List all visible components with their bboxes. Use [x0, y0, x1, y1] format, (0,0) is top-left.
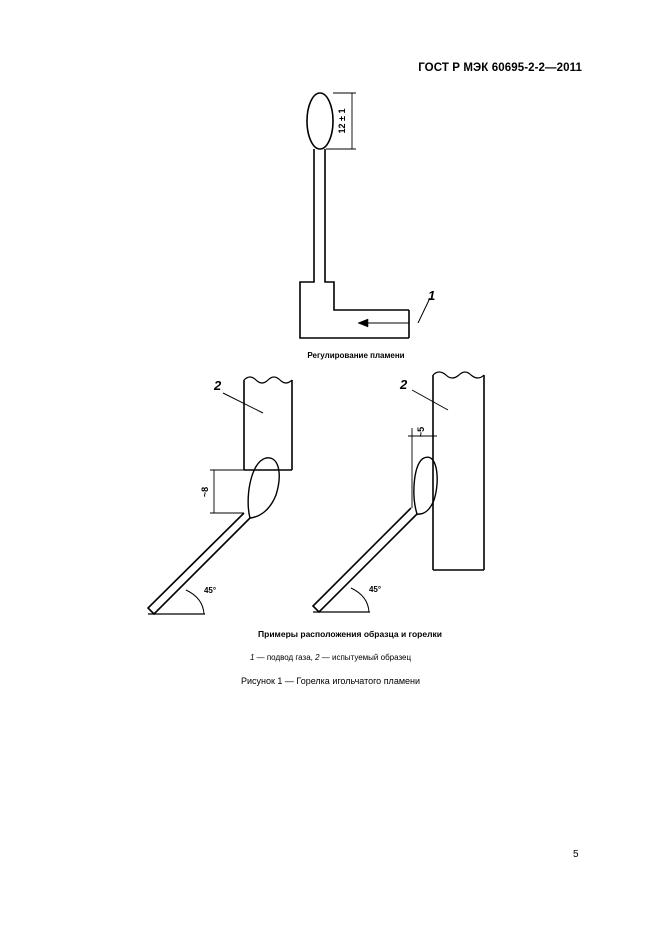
- figure-title: Рисунок 1 — Горелка игольчатого пламени: [240, 676, 421, 686]
- legend-key-2: 2: [315, 653, 320, 662]
- caption-examples: Примеры расположения образца и горелки: [258, 629, 442, 639]
- label-gas-supply: 1: [428, 288, 435, 303]
- legend-text-1: — подвод газа,: [254, 653, 316, 662]
- angle-left: 45°: [204, 586, 216, 595]
- needle-flame-figure: 12 ± 1 1 Регулирование пламени 2 ~8 45° …: [146, 92, 485, 639]
- legend-key-1: 1: [249, 653, 255, 662]
- document-header: ГОСТ Р МЭК 60695-2-2—2011: [418, 62, 582, 74]
- page-number: 5: [573, 849, 579, 860]
- label-specimen-right: 2: [399, 377, 408, 392]
- dimension-flame-height: 12 ± 1: [337, 109, 347, 134]
- caption-flame-adjustment: Регулирование пламени: [307, 351, 404, 360]
- label-specimen-left: 2: [213, 378, 222, 393]
- legend-text-2: — испытуемый образец: [319, 653, 412, 662]
- figure-legend: 1 — подвод газа, 2 — испытуемый образец: [0, 653, 661, 662]
- example-right-drawing: [311, 371, 485, 614]
- example-left-drawing: [146, 376, 293, 616]
- dimension-right: ~5: [416, 427, 426, 437]
- angle-right: 45°: [369, 585, 381, 594]
- dimension-left: ~8: [200, 487, 210, 497]
- burner-flame-adjustment-drawing: [299, 92, 431, 339]
